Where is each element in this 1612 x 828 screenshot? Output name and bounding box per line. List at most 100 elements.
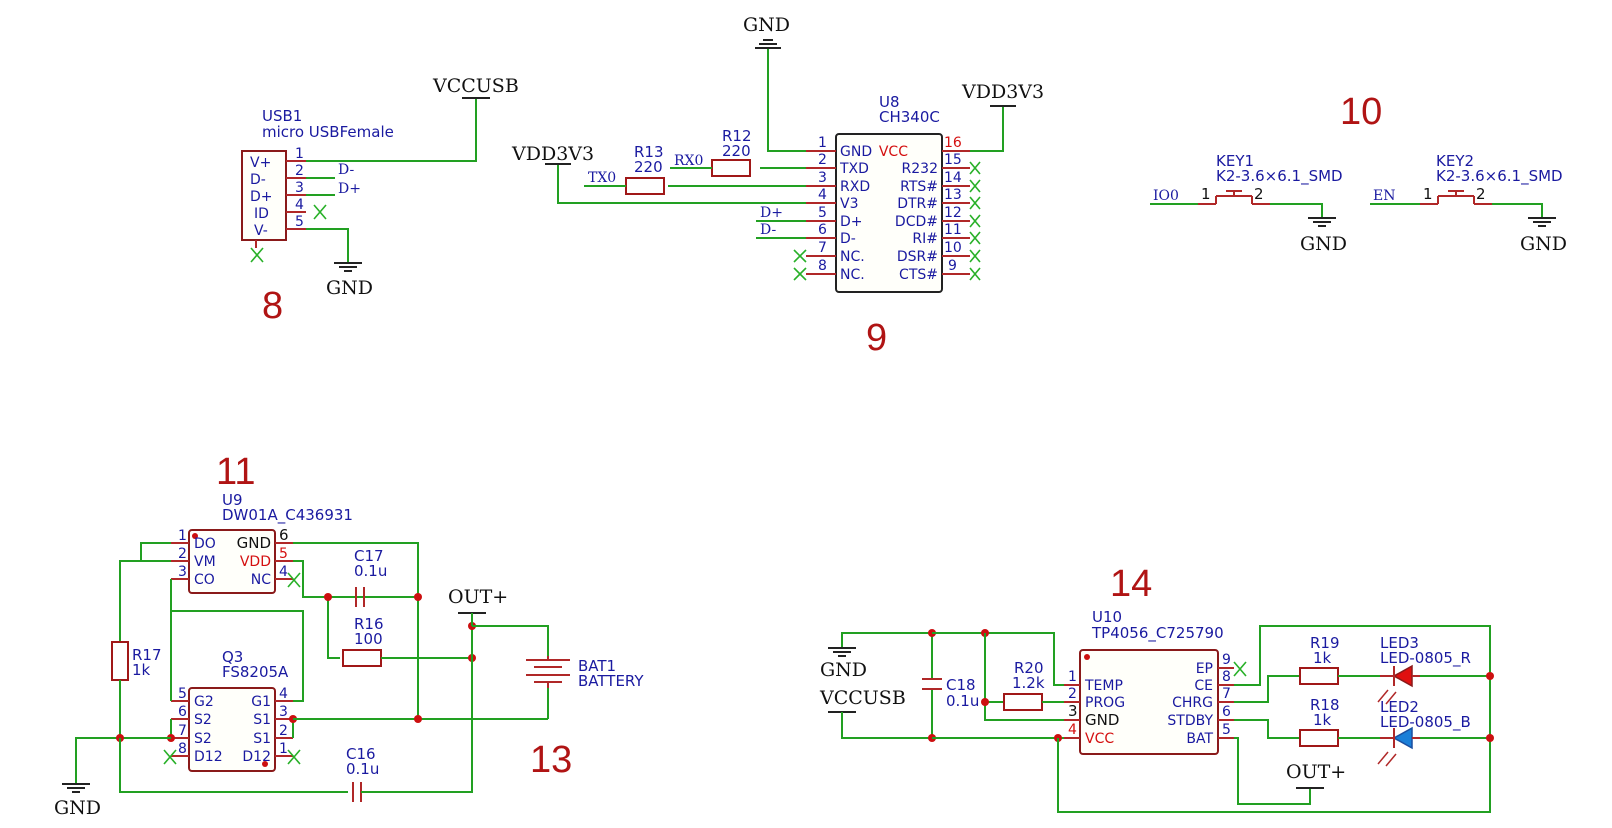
u8-pin-num-12: 12 (944, 205, 962, 221)
r19-ref: R19 (1310, 634, 1340, 652)
u10-pin-name-1: TEMP (1084, 678, 1123, 694)
c18-ref: C18 (946, 676, 976, 694)
u9-pin-name-6: GND (237, 534, 271, 552)
u8-pin-num-11: 11 (944, 222, 962, 238)
c17-symbol[interactable] (355, 587, 365, 607)
led3-value: LED-0805_R (1380, 649, 1471, 668)
key1-ref: KEY1 (1216, 152, 1254, 170)
u8-pin-num-7: 7 (818, 240, 827, 256)
r13-ref: R13 (634, 143, 664, 161)
u8-body[interactable] (835, 133, 943, 293)
u8-nc-marks (793, 161, 981, 281)
u9-pin-num-6: 6 (279, 526, 289, 544)
u8-pin-name-3: RXD (840, 179, 870, 195)
u10-ref: U10 (1092, 608, 1122, 626)
section-label-9: 9 (866, 317, 887, 359)
usb1-pin-num-5: 5 (295, 214, 304, 230)
key1-value: K2-3.6×6.1_SMD (1216, 167, 1343, 186)
usb1-net-dplus: D+ (338, 181, 361, 197)
u8-pin-num-1: 1 (818, 135, 827, 151)
r18-ref: R18 (1310, 696, 1340, 714)
r13-body[interactable] (625, 177, 665, 195)
u8-pin-name-13: DTR# (897, 196, 938, 212)
u9-pin-name-2: VM (194, 554, 216, 570)
led3-symbol[interactable] (1377, 664, 1420, 705)
q3-pin-num-2: 2 (279, 723, 288, 739)
u9-pin-num-2: 2 (178, 546, 187, 562)
r12-body[interactable] (711, 159, 751, 177)
u8-pin-name-1: GND (840, 144, 872, 160)
u9-pin-num-1: 1 (178, 528, 187, 544)
usb1-value: micro USBFemale (262, 123, 394, 141)
r19-body[interactable] (1299, 667, 1339, 685)
u10-pin-num-2: 2 (1068, 686, 1077, 702)
r16-value: 100 (354, 630, 383, 648)
q3-pin-name-2: S1 (253, 731, 271, 747)
bat1-symbol[interactable] (526, 656, 570, 688)
c17-value: 0.1u (354, 562, 387, 580)
usb1-gnd-label: GND (326, 277, 373, 299)
r17-body[interactable] (111, 641, 129, 681)
led2-symbol[interactable] (1377, 726, 1420, 767)
u10-pin-num-1: 1 (1068, 669, 1077, 685)
u8-pin-num-10: 10 (944, 240, 962, 256)
u8-pin-name-14: RTS# (900, 179, 938, 195)
u8-net-rx0: RX0 (674, 153, 703, 169)
key1-gnd-symbol (1308, 217, 1336, 227)
u9-pin-name-4: NC (251, 572, 271, 588)
u8-value: CH340C (879, 108, 940, 126)
bat1-ref: BAT1 (578, 657, 616, 675)
q3-pin-name-7: S2 (194, 731, 212, 747)
c16-symbol[interactable] (352, 782, 362, 802)
usb1-pin-num-1: 1 (295, 146, 304, 162)
c18-symbol[interactable] (922, 678, 942, 690)
u10-pin-name-9: EP (1196, 661, 1213, 677)
r18-body[interactable] (1299, 729, 1339, 747)
key2-switch[interactable] (1420, 190, 1492, 205)
key2-net: EN (1373, 188, 1395, 204)
section-label-8: 8 (262, 285, 283, 327)
u8-pin-name-11: RI# (912, 231, 938, 247)
u8-pin-name-2: TXD (839, 161, 869, 177)
r20-value: 1.2k (1012, 674, 1045, 692)
r16-body[interactable] (342, 649, 382, 667)
q3-body[interactable] (188, 687, 276, 772)
section-label-10: 10 (1340, 91, 1382, 133)
u8-pin-name-12: DCD# (895, 214, 938, 230)
r18-value: 1k (1313, 711, 1332, 729)
u10-pin-name-7: CHRG (1172, 695, 1213, 711)
charger-gnd-symbol (828, 647, 856, 657)
q3-pin-num-6: 6 (178, 704, 187, 720)
r20-body[interactable] (1003, 693, 1043, 711)
key1-switch[interactable] (1198, 190, 1270, 205)
protection-outplus-label: OUT+ (448, 586, 508, 608)
led2-value: LED-0805_B (1380, 713, 1471, 732)
u8-pin-num-3: 3 (818, 170, 827, 186)
usb1-pin-name-5: V- (254, 223, 268, 239)
u8-gnd-symbol (755, 39, 781, 49)
usb1-nc-marks (250, 204, 327, 263)
u8-pin-name-10: DSR# (897, 249, 938, 265)
u8-pin-num-4: 4 (818, 187, 827, 203)
q3-pin-name-4: G1 (251, 694, 271, 710)
u10-pin-name-2: PROG (1085, 695, 1125, 711)
u9-pin-name-3: CO (194, 572, 215, 588)
key2-value: K2-3.6×6.1_SMD (1436, 167, 1563, 186)
u8-net-dminus: D- (760, 222, 776, 238)
r17-value: 1k (132, 661, 151, 679)
u10-pin-num-3: 3 (1068, 702, 1078, 720)
u8-pin-num-16: 16 (944, 135, 962, 151)
u10-pin-num-7: 7 (1222, 686, 1231, 702)
charger-gnd-label: GND (820, 659, 867, 681)
usb1-pin-name-2: D- (250, 172, 266, 188)
u8-pin-num-15: 15 (944, 152, 962, 168)
u8-pin-name-8: NC. (840, 267, 865, 283)
c17-ref: C17 (354, 547, 384, 565)
q3-pin-name-5: G2 (194, 694, 214, 710)
u10-pin-name-5: BAT (1186, 731, 1213, 747)
q3-pin-num-1: 1 (279, 741, 288, 757)
u8-pin-name-5: D+ (840, 214, 863, 230)
key2-gnd-symbol (1528, 217, 1556, 227)
charger-vccusb-label: VCCUSB (819, 687, 906, 709)
